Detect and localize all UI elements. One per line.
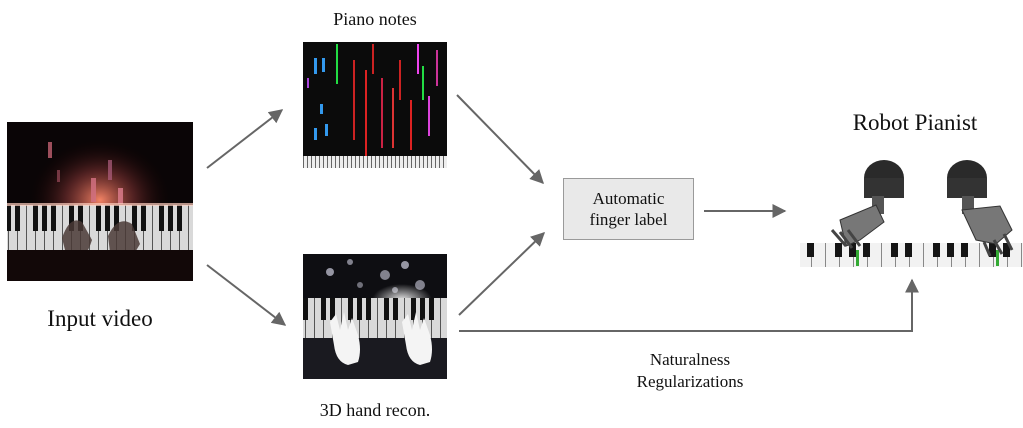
box-line-2: finger label (589, 210, 668, 229)
input-video-image (7, 122, 193, 281)
arrow-input-to-notes (206, 109, 284, 169)
automatic-finger-label-box: Automatic finger label (563, 178, 694, 240)
piano-notes-image (303, 42, 447, 168)
hand-recon-label: 3D hand recon. (319, 400, 431, 420)
hand-reconstruction-image (303, 254, 447, 379)
arrow-notes-to-label (456, 94, 544, 185)
regularization-line-1: Naturalness (649, 350, 731, 369)
robot-pianist-label: Robot Pianist (852, 110, 978, 135)
box-line-1: Automatic (592, 189, 665, 208)
regularization-line-2: Regularizations (636, 372, 744, 391)
arrow-recon-to-label (458, 232, 546, 316)
robot-pianist-image (800, 160, 1023, 267)
regularization-label: Naturalness Regularizations (610, 349, 770, 393)
input-video-label: Input video (47, 306, 153, 331)
arrow-regularization (459, 278, 919, 332)
arrow-input-to-recon (206, 264, 287, 326)
piano-notes-label: Piano notes (333, 9, 417, 29)
